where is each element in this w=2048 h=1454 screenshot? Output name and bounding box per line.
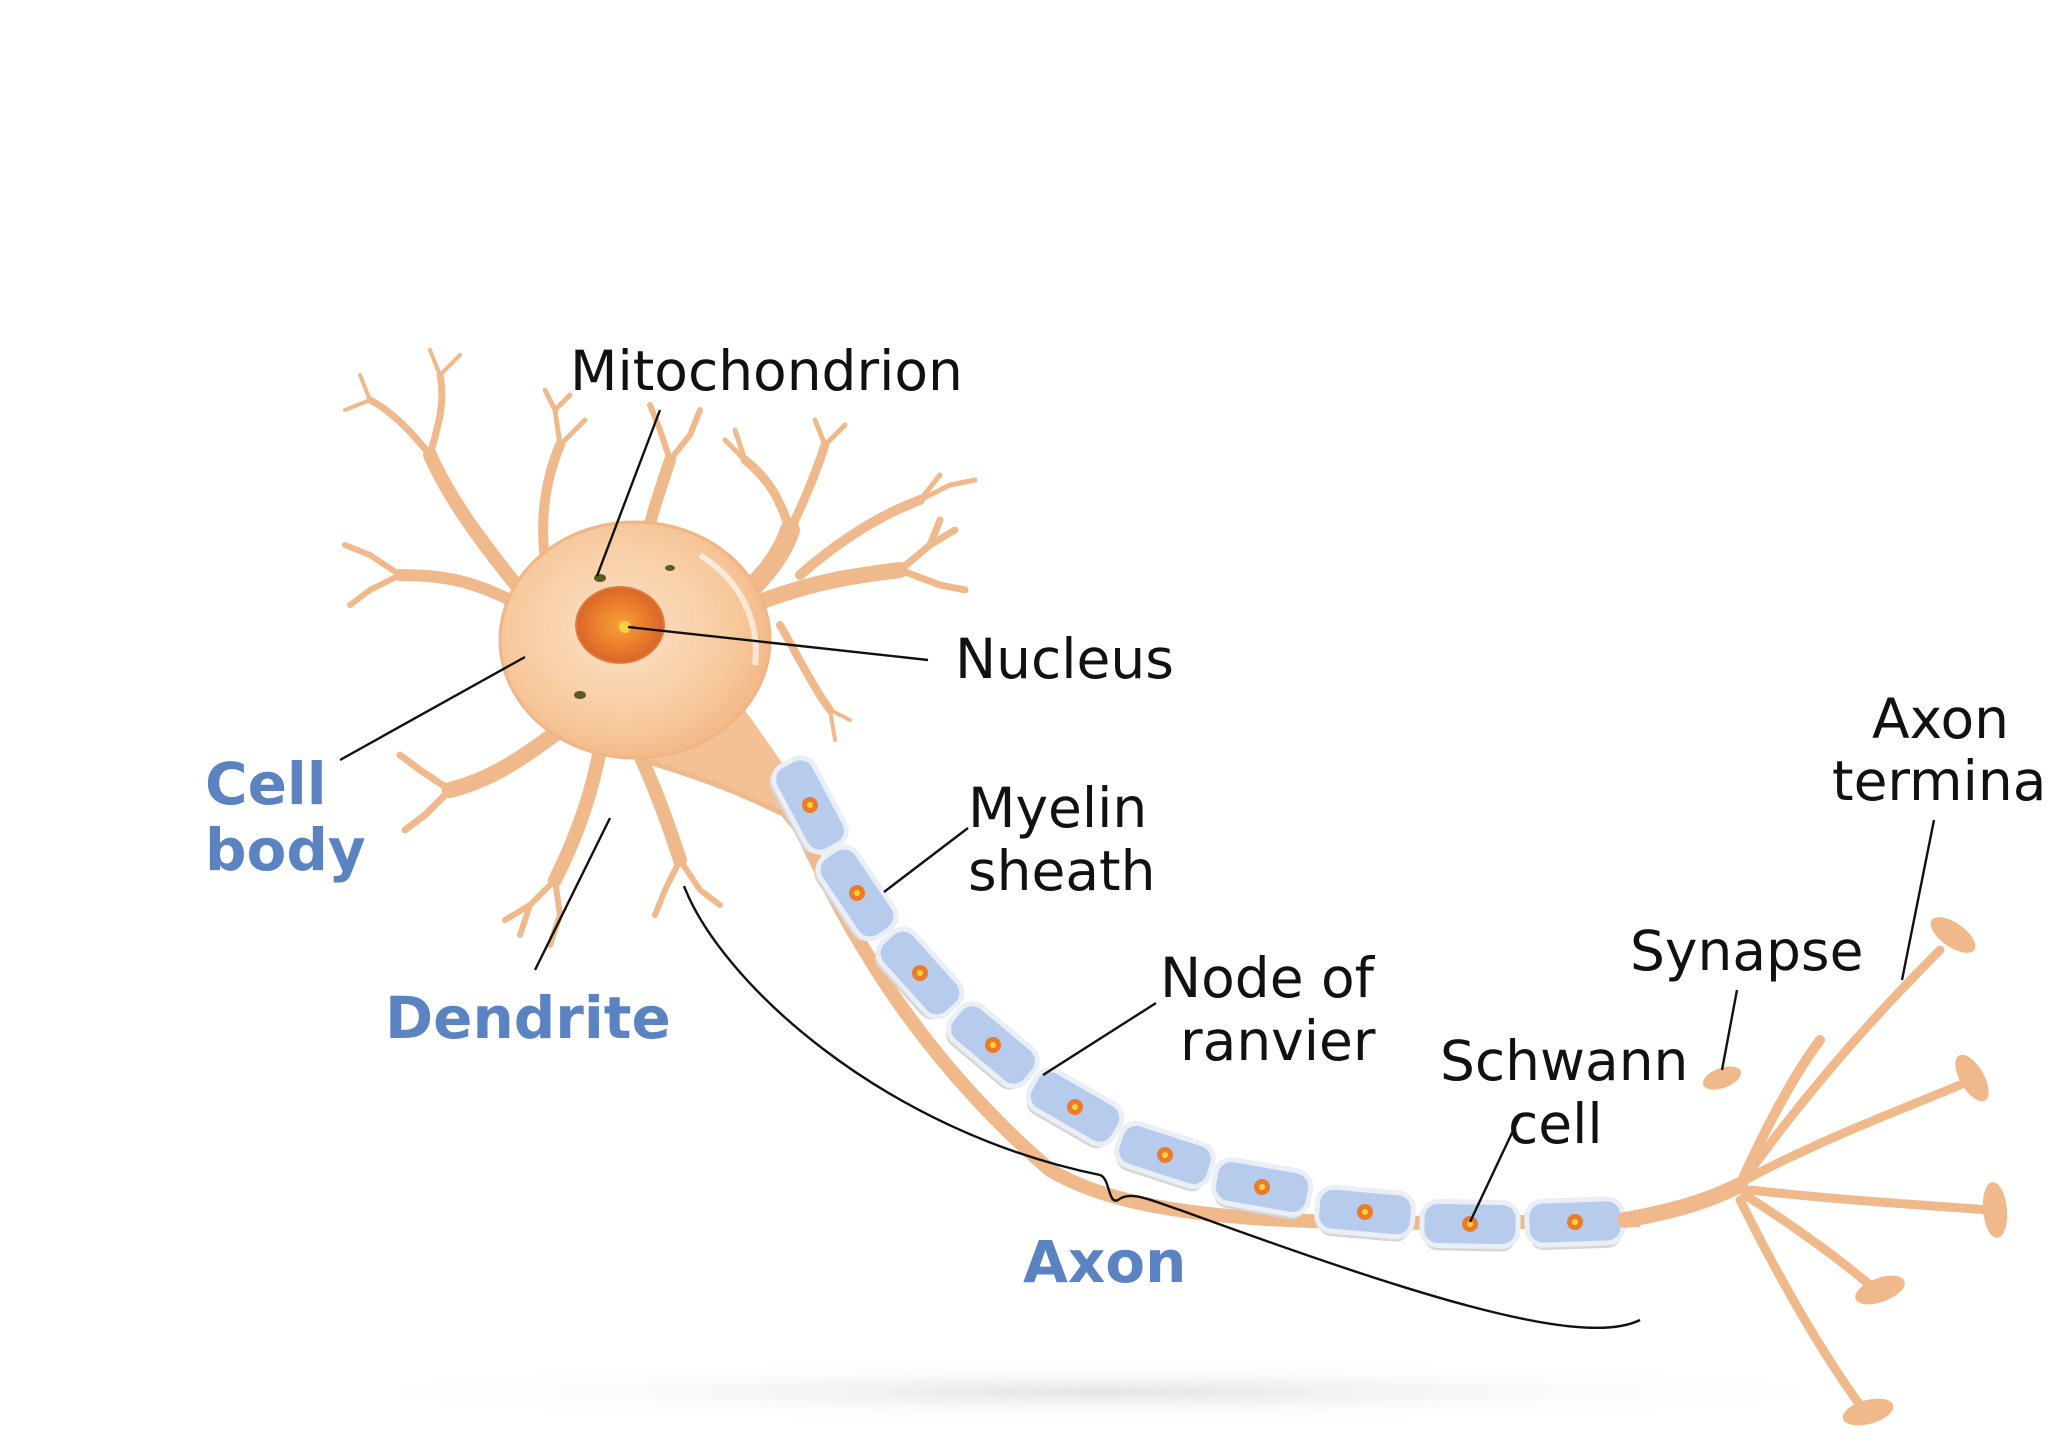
label-cell-body-line2: body — [205, 816, 366, 884]
schwann-segment — [814, 844, 899, 942]
axon-bracket — [682, 885, 1641, 1330]
dendrite-branches — [342, 348, 703, 608]
label-axon: Axon — [1023, 1228, 1186, 1296]
schwann-segment — [946, 1001, 1040, 1090]
nucleolus — [619, 621, 631, 633]
terminal-bouton — [1955, 1054, 1989, 1102]
terminal-bouton — [1855, 1275, 1905, 1305]
terminal-bouton — [1982, 1182, 2008, 1238]
terminal-bouton — [1702, 1066, 1742, 1090]
label-node-line1: Node of — [1160, 946, 1376, 1010]
dendrite-branches-lower — [396, 722, 813, 948]
axon-terminals — [1617, 917, 2008, 1426]
schwann-segment — [1210, 1157, 1314, 1220]
axon-hillock — [650, 690, 800, 810]
cell-body-highlight — [698, 552, 759, 666]
label-synapse: Synapse — [1630, 919, 1863, 983]
leader-lines — [339, 409, 1936, 1223]
schwann-segment — [1524, 1196, 1626, 1251]
label-myelin-line1: Myelin — [968, 776, 1147, 840]
schwann-segment — [874, 926, 965, 1020]
label-axon-terminal-line1: Axon — [1872, 687, 2009, 751]
label-nucleus: Nucleus — [955, 627, 1174, 691]
dendrite-branches-right — [720, 417, 978, 742]
schwann-segment — [1419, 1198, 1521, 1252]
label-cell-body-line1: Cell — [205, 750, 327, 818]
label-axon-terminal-line2: terminal — [1832, 749, 2048, 813]
schwann-segment — [769, 755, 849, 855]
terminal-bouton — [1842, 1398, 1894, 1426]
label-node-line2: ranvier — [1180, 1009, 1376, 1073]
schwann-segment — [1314, 1184, 1416, 1242]
floor-shadow — [300, 1360, 1900, 1424]
terminal-bouton — [1930, 917, 1976, 953]
label-schwann-line2: cell — [1508, 1092, 1603, 1156]
myelin-sheath — [769, 755, 1626, 1252]
label-schwann-line1: Schwann — [1440, 1029, 1688, 1093]
schwann-segment — [1114, 1120, 1216, 1192]
label-dendrite: Dendrite — [385, 984, 671, 1052]
label-mitochondrion: Mitochondrion — [570, 339, 963, 403]
label-myelin-line2: sheath — [968, 839, 1155, 903]
schwann-segment — [1025, 1067, 1125, 1149]
